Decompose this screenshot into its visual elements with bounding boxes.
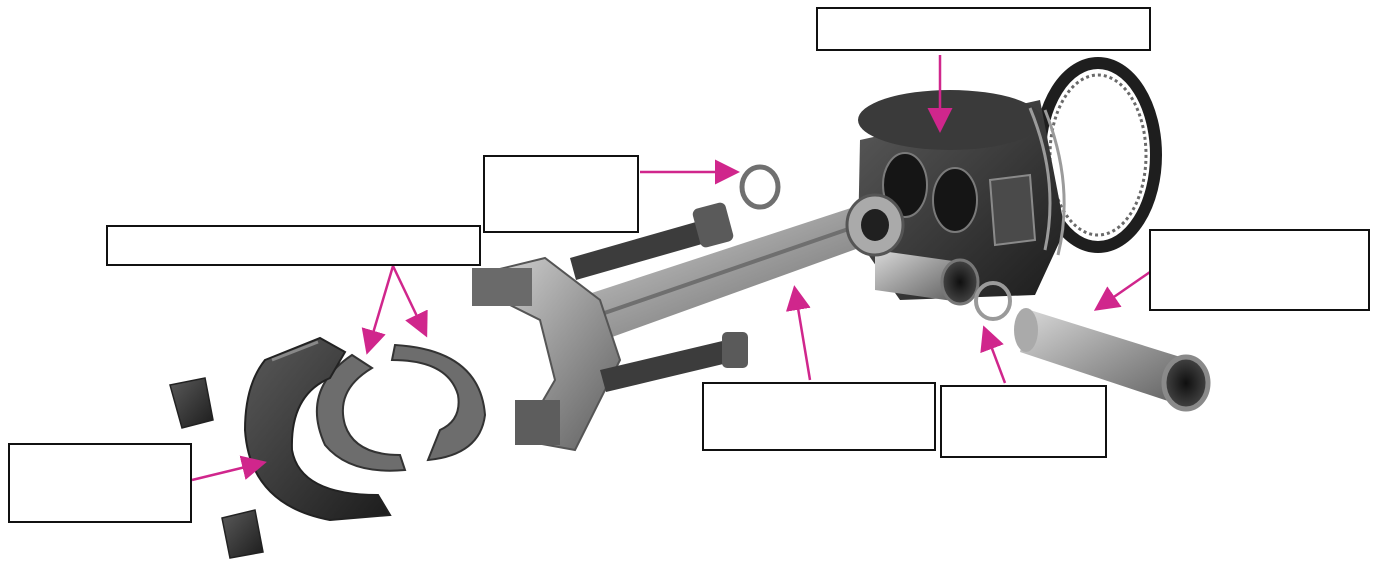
label-box-bearing-shells[interactable] xyxy=(106,225,481,266)
label-box-piston[interactable] xyxy=(816,7,1151,51)
nut-lower xyxy=(222,510,263,558)
label-text-bearing-shells xyxy=(108,227,479,235)
label-box-circlip[interactable] xyxy=(483,155,639,233)
bearing-shell-upper xyxy=(392,345,485,460)
label-text-gudgeon-pin xyxy=(1151,231,1368,239)
label-box-gudgeon-pin[interactable] xyxy=(1149,229,1370,311)
arrow-bearing-cap xyxy=(192,463,262,480)
arrow-bearing-shell-1 xyxy=(368,266,393,350)
label-box-connecting-rod[interactable] xyxy=(702,382,936,451)
arrow-gudgeon-pin xyxy=(1098,272,1150,308)
arrow-connecting-rod xyxy=(795,290,810,380)
piston-boss xyxy=(990,175,1035,245)
arrow-bearing-shell-2 xyxy=(393,266,425,333)
label-text-connecting-rod xyxy=(704,384,934,392)
circlip-large-illustration xyxy=(742,167,778,207)
label-text-bearing-cap xyxy=(10,445,190,453)
piston-crown xyxy=(858,90,1042,150)
label-text-small-circlip xyxy=(942,387,1105,395)
nut-upper xyxy=(170,378,213,428)
label-box-bearing-cap[interactable] xyxy=(8,443,192,523)
piston-window-2 xyxy=(933,168,977,232)
arrow-small-circlip xyxy=(985,330,1005,383)
label-text-circlip xyxy=(485,157,637,165)
gudgeon-pin-end xyxy=(1164,357,1208,409)
label-text-piston xyxy=(818,9,1149,17)
label-box-small-circlip[interactable] xyxy=(940,385,1107,458)
